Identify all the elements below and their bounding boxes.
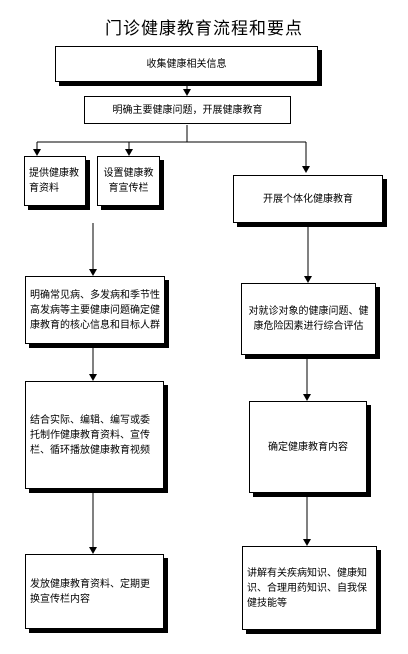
node-explain: 讲解有关疾病知识、健康知识、合理用药知识、自我保健技能等 bbox=[242, 546, 377, 630]
node-assess: 对就诊对象的健康问题、健康危险因素进行综合评估 bbox=[241, 283, 376, 355]
node-common-diseases: 明确常见病、多发病和季节性高发病等主要健康问题确定健康教育的核心信息和目标人群 bbox=[25, 276, 165, 344]
page-title: 门诊健康教育流程和要点 bbox=[105, 19, 303, 39]
node-collect: 收集健康相关信息 bbox=[55, 46, 318, 82]
node-individual: 开展个体化健康教育 bbox=[233, 175, 383, 223]
node-determine: 确定健康教育内容 bbox=[249, 401, 367, 493]
node-compile: 结合实际、编辑、编写或委托制作健康教育资料、宣传栏、循环播放健康教育视频 bbox=[25, 381, 164, 489]
node-clarify: 明确主要健康问题，开展健康教育 bbox=[84, 96, 291, 124]
node-set-board: 设置健康教育宣传栏 bbox=[97, 156, 160, 206]
node-distribute: 发放健康教育资料、定期更换宣传栏内容 bbox=[25, 554, 164, 629]
node-provide-materials: 提供健康教育资料 bbox=[24, 156, 86, 206]
